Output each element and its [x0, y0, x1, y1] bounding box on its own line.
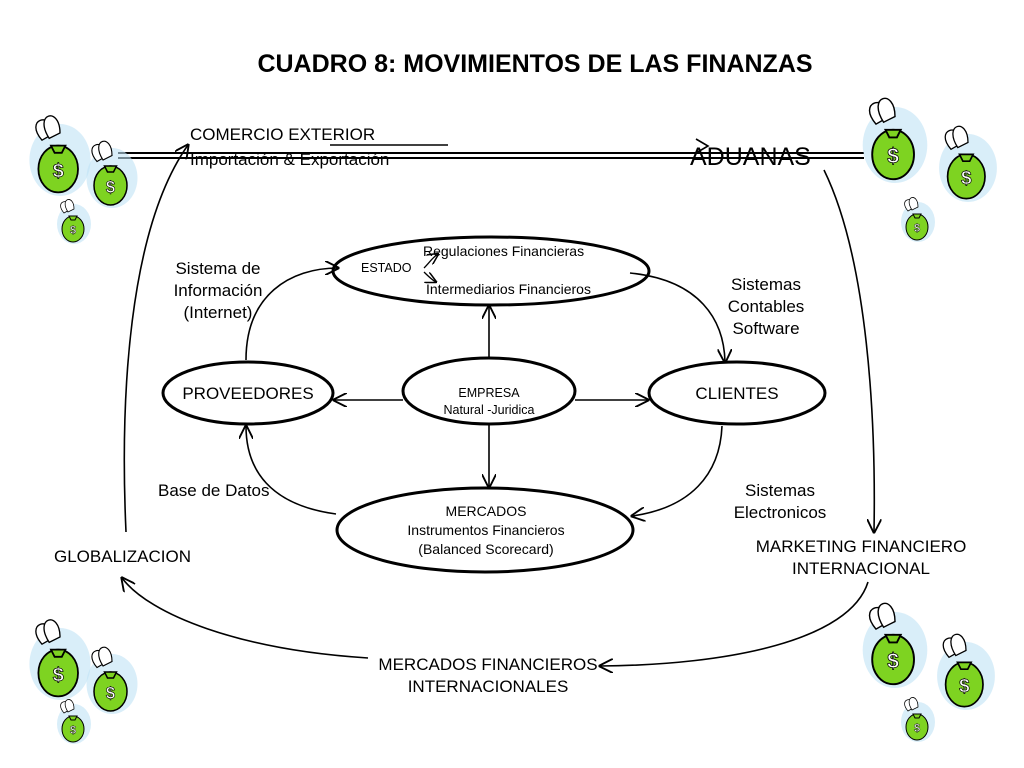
flying-money-bags-icon	[28, 114, 139, 245]
marketing-financiero-label: MARKETING FINANCIERO INTERNACIONAL	[755, 537, 967, 578]
aduanas-label: ADUANAS	[690, 143, 811, 171]
globalizacion-label: GLOBALIZACION	[54, 547, 191, 566]
estado-label: ESTADO	[361, 261, 412, 275]
estado-to-clientes-arc	[629, 272, 725, 362]
aduanas-to-marketing-arrow	[823, 169, 874, 532]
estado-to-regulaciones-arrow	[423, 254, 438, 269]
proveedores-to-estado-arc	[245, 268, 338, 361]
importacion-exportacion-label: Importación & Exportación	[190, 150, 390, 169]
sistemas-contables-label: Sistemas Contables Software	[727, 275, 805, 338]
mercados-intl-to-globalizacion-arrow	[122, 578, 369, 659]
empresa-sub-label: Natural -Juridica	[443, 403, 535, 417]
globalizacion-to-comercio-arrow	[123, 145, 188, 533]
page-title: CUADRO 8: MOVIMIENTOS DE LAS FINANZAS	[257, 50, 813, 78]
marketing-to-mercados-intl-arrow	[600, 581, 869, 666]
mercados-financieros-internacionales-label: MERCADOS FINANCIEROS INTERNACIONALES	[378, 655, 598, 696]
proveedores-label: PROVEEDORES	[182, 384, 314, 403]
sistema-informacion-label: Sistema de Información (Internet)	[173, 259, 263, 322]
mercados-to-proveedores-arc	[246, 426, 337, 515]
base-de-datos-label: Base de Datos	[158, 481, 270, 500]
intermediarios-financieros-label: Intermediarios Financieros	[426, 281, 591, 297]
empresa-label: EMPRESA	[458, 386, 520, 400]
mercados-label: MERCADOS Instrumentos Financieros (Balan…	[407, 503, 565, 557]
flying-money-bags-icon	[861, 602, 996, 743]
regulaciones-financieras-label: Regulaciones Financieras	[423, 243, 585, 259]
clientes-label: CLIENTES	[695, 384, 779, 403]
comercio-exterior-label: COMERCIO EXTERIOR	[190, 125, 376, 144]
estado-to-intermediarios-arrow	[423, 271, 436, 282]
sistemas-electronicos-label: Sistemas Electronicos	[733, 481, 827, 522]
flying-money-bags-icon	[28, 618, 139, 745]
flying-money-bags-icon	[861, 97, 998, 243]
comercio-exterior-line	[118, 138, 864, 159]
clientes-to-mercados-arc	[632, 425, 723, 516]
